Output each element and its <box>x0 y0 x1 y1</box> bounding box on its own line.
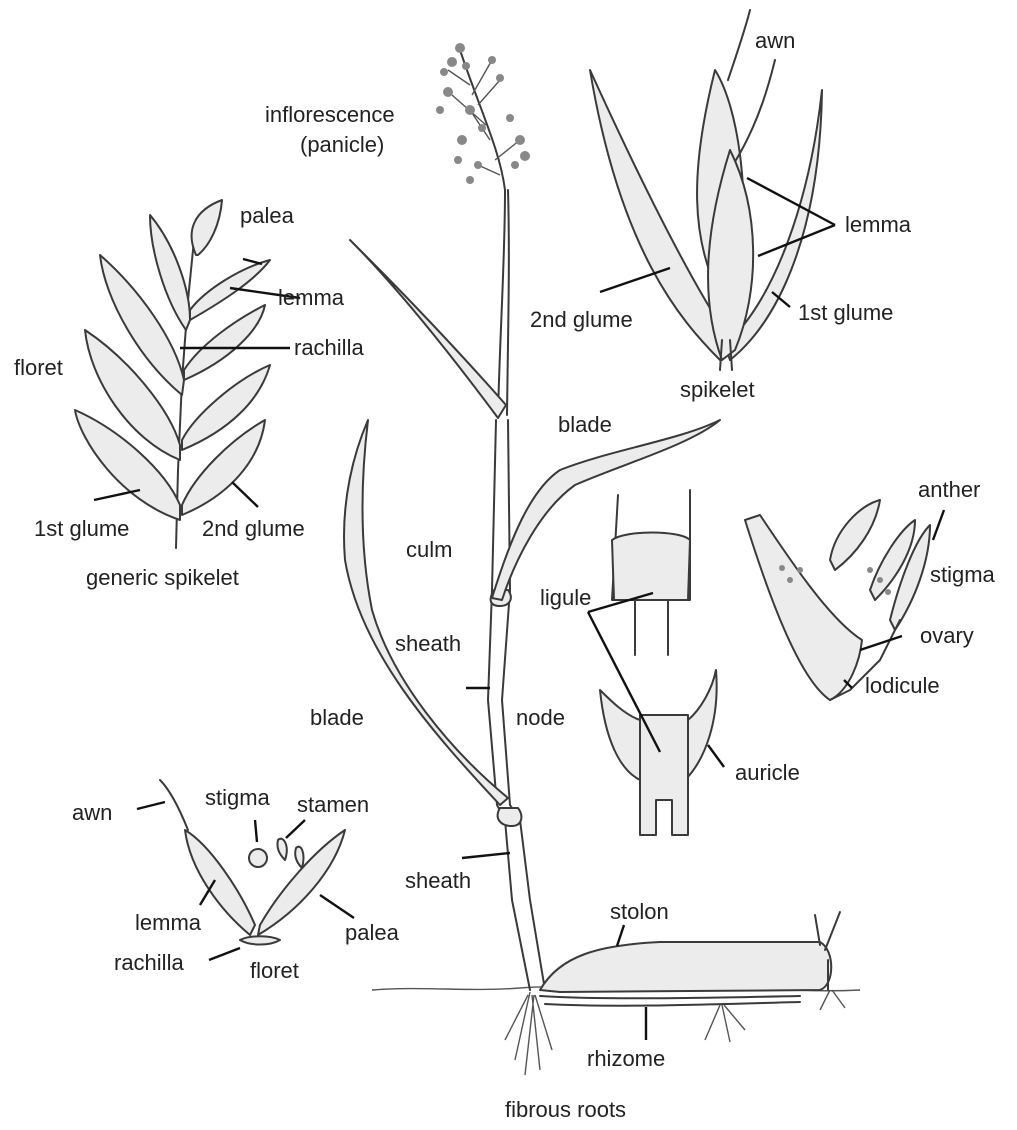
upper-blade <box>350 240 506 418</box>
label-stigma-flower: stigma <box>930 562 996 587</box>
label-sheath-lower: sheath <box>405 868 471 893</box>
label-lemma-floret: lemma <box>135 910 202 935</box>
label-inflorescence: inflorescence <box>265 102 395 127</box>
label-awn-floret: awn <box>72 800 112 825</box>
label-node: node <box>516 705 565 730</box>
panicle <box>436 43 530 190</box>
label-palea-floret: palea <box>345 920 400 945</box>
rhizome-shape <box>540 996 800 1006</box>
label-generic-spikelet: generic spikelet <box>86 565 239 590</box>
ligule-detail-top <box>612 490 690 655</box>
label-blade-lower: blade <box>310 705 364 730</box>
lower-blade <box>344 420 508 805</box>
label-anther: anther <box>918 477 980 502</box>
label-1st-glume-top: 1st glume <box>798 300 893 325</box>
label-culm: culm <box>406 537 452 562</box>
label-stolon: stolon <box>610 899 669 924</box>
stolon-shape <box>540 942 831 992</box>
label-lodicule: lodicule <box>865 673 940 698</box>
label-floret-generic: floret <box>14 355 63 380</box>
label-rhizome: rhizome <box>587 1046 665 1071</box>
label-2nd-glume-generic: 2nd glume <box>202 516 305 541</box>
label-sheath-upper: sheath <box>395 631 461 656</box>
label-stamen: stamen <box>297 792 369 817</box>
label-rachilla-generic: rachilla <box>294 335 364 360</box>
ligule-detail-bottom <box>600 670 717 835</box>
label-2nd-glume-top: 2nd glume <box>530 307 633 332</box>
generic-spikelet-drawing <box>75 200 270 548</box>
label-ovary: ovary <box>920 623 974 648</box>
label-spikelet: spikelet <box>680 377 755 402</box>
label-palea-generic: palea <box>240 203 295 228</box>
label-lemma-top: lemma <box>845 212 912 237</box>
label-lemma-generic: lemma <box>278 285 345 310</box>
label-rachilla-floret: rachilla <box>114 950 184 975</box>
label-panicle: (panicle) <box>300 132 384 157</box>
label-awn-top: awn <box>755 28 795 53</box>
label-ligule: ligule <box>540 585 591 610</box>
label-blade-upper: blade <box>558 412 612 437</box>
flower-drawing <box>745 500 930 700</box>
label-fibrous-roots: fibrous roots <box>505 1097 626 1122</box>
label-auricle: auricle <box>735 760 800 785</box>
label-stigma-floret: stigma <box>205 785 271 810</box>
label-1st-glume-generic: 1st glume <box>34 516 129 541</box>
label-floret-floret: floret <box>250 958 299 983</box>
